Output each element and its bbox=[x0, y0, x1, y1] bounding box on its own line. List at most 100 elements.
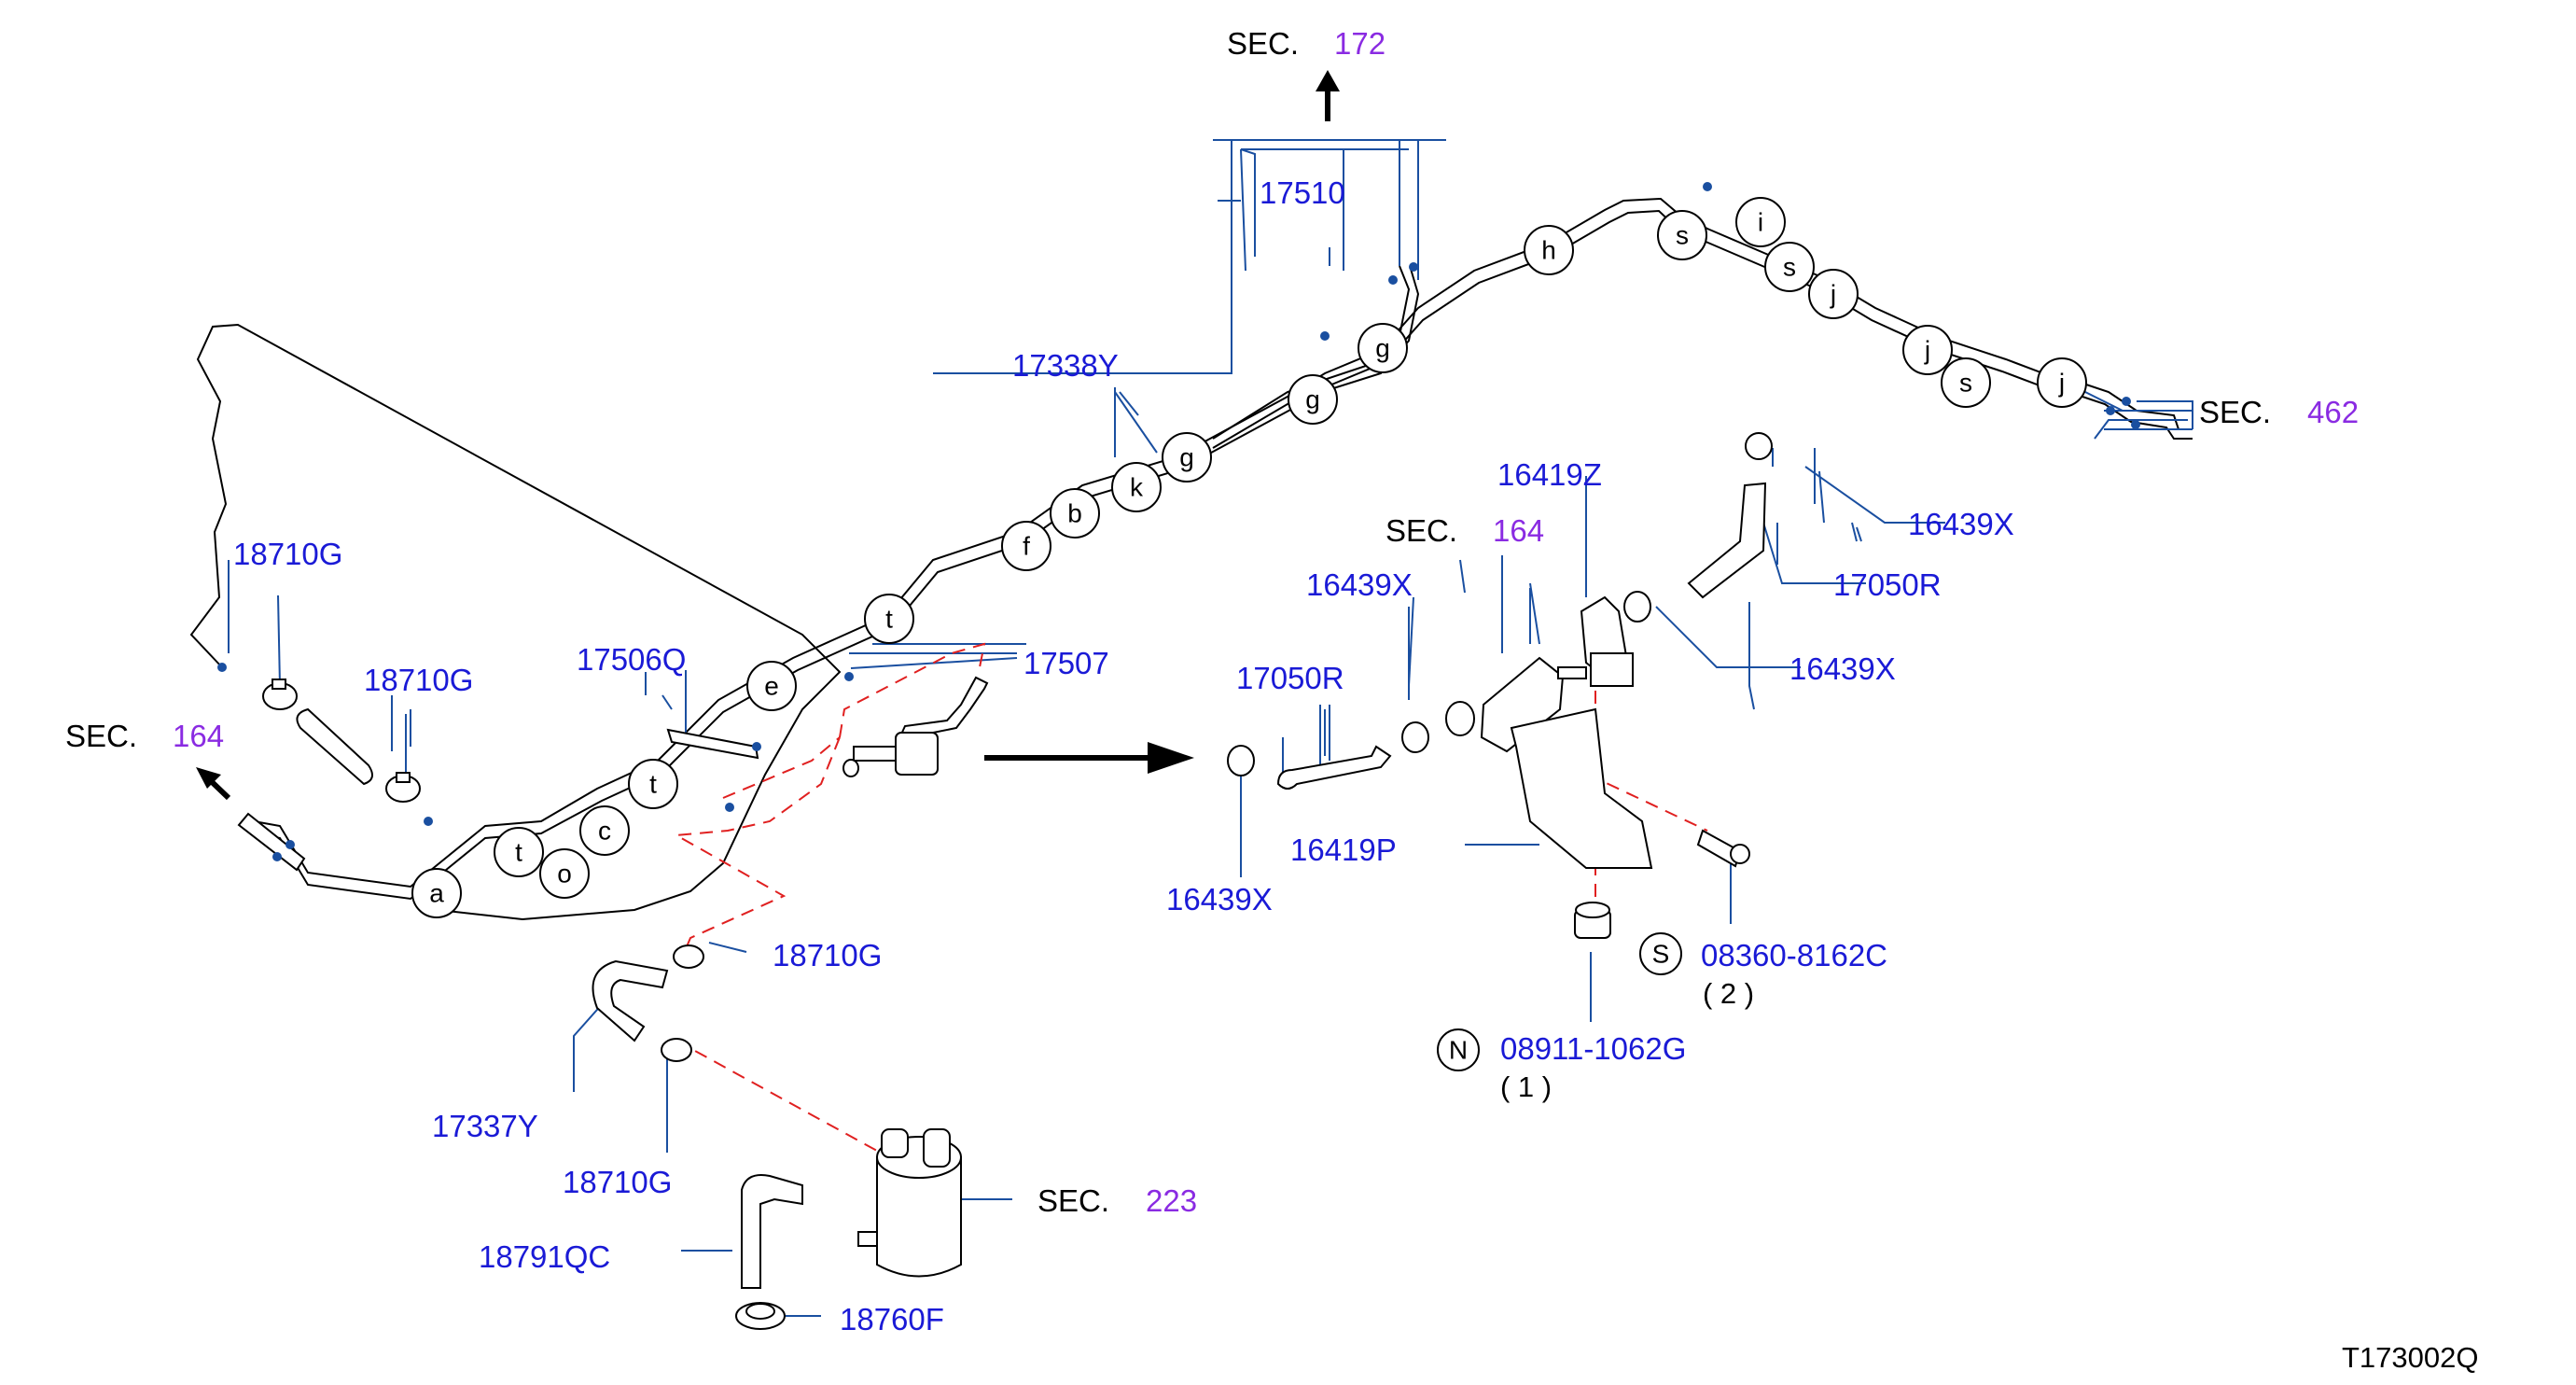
svg-text:k: k bbox=[1130, 473, 1144, 502]
canister-valve-17507 bbox=[842, 676, 989, 777]
svg-text:SEC.: SEC. bbox=[65, 719, 137, 753]
svg-text:s: s bbox=[1676, 221, 1689, 250]
pipe-label-g1: g bbox=[1162, 432, 1212, 483]
svg-text:h: h bbox=[1541, 236, 1556, 265]
diagram-id: T173002Q bbox=[2342, 1341, 2479, 1374]
svg-text:S: S bbox=[1652, 940, 1670, 969]
hose-18791QC bbox=[741, 1174, 803, 1289]
callout-16439X-mid: 16439X bbox=[1789, 651, 1896, 686]
svg-text:t: t bbox=[649, 770, 657, 799]
callout-17050R-left: 17050R bbox=[1236, 661, 1344, 695]
hose-18710G-clip-b bbox=[385, 772, 421, 803]
pipe-label-j2: j bbox=[1902, 325, 1953, 375]
pipe-label-j3: j bbox=[2037, 357, 2087, 408]
callout-18710G-a: 18710G bbox=[233, 537, 342, 571]
hose-17050R-top bbox=[1687, 482, 1767, 599]
sec-ref-164-right: SEC. 164 bbox=[1385, 513, 1544, 548]
svg-text:a: a bbox=[429, 879, 444, 908]
callout-17338Y: 17338Y bbox=[1012, 348, 1119, 383]
pipe-label-o: o bbox=[539, 848, 590, 899]
fastener-symbol-n: N bbox=[1437, 1028, 1480, 1071]
svg-text:SEC.: SEC. bbox=[1037, 1183, 1109, 1218]
svg-text:j: j bbox=[2058, 369, 2065, 398]
svg-text:SEC.: SEC. bbox=[1227, 26, 1299, 61]
svg-text:c: c bbox=[598, 817, 611, 846]
grommet-18760F bbox=[735, 1302, 786, 1330]
callout-16439X-left: 16439X bbox=[1306, 567, 1413, 602]
sec-ref-172: SEC. 172 bbox=[1227, 26, 1385, 61]
svg-text:o: o bbox=[557, 860, 572, 888]
pipe-label-h: h bbox=[1524, 225, 1574, 275]
callout-17510: 17510 bbox=[1260, 175, 1345, 210]
filter-bracket-16419Z bbox=[1580, 595, 1634, 687]
callout-17507: 17507 bbox=[1023, 646, 1109, 680]
svg-text:SEC.: SEC. bbox=[1385, 513, 1457, 548]
pipe-label-j1: j bbox=[1808, 269, 1859, 319]
callout-18791QC: 18791QC bbox=[479, 1239, 610, 1274]
leader-17338Y bbox=[1114, 391, 1158, 454]
svg-text:N: N bbox=[1449, 1036, 1468, 1065]
svg-text:i: i bbox=[1758, 208, 1763, 237]
callout-16419P: 16419P bbox=[1290, 832, 1397, 867]
svg-text:223: 223 bbox=[1146, 1183, 1197, 1218]
svg-text:e: e bbox=[764, 672, 779, 701]
pipe-label-b: b bbox=[1050, 488, 1100, 539]
hose-18710G-clip-a bbox=[262, 679, 298, 710]
leader-18710G-c bbox=[708, 942, 747, 953]
quantity-08911: ( 1 ) bbox=[1500, 1070, 1552, 1103]
svg-text:f: f bbox=[1023, 532, 1030, 561]
svg-text:g: g bbox=[1179, 443, 1194, 472]
leader-17050R-top bbox=[1762, 522, 1866, 584]
fuel-filter bbox=[1445, 656, 1587, 753]
svg-text:j: j bbox=[1924, 336, 1930, 365]
main-pipe-bundle bbox=[253, 197, 2193, 901]
callout-17506Q: 17506Q bbox=[577, 642, 686, 677]
sec-ref-462: SEC. 462 bbox=[2199, 395, 2359, 429]
clip-16439X-left bbox=[1227, 745, 1255, 776]
pipe-label-g3: g bbox=[1358, 323, 1408, 373]
nut-08911-1062G bbox=[1574, 902, 1611, 939]
callout-17337Y: 17337Y bbox=[432, 1109, 538, 1143]
hose-17050R-left bbox=[1276, 745, 1392, 790]
svg-text:j: j bbox=[1830, 280, 1836, 309]
svg-text:SEC.: SEC. bbox=[2199, 395, 2271, 429]
sec-ref-223: SEC. 223 bbox=[1037, 1183, 1197, 1218]
callout-18710G-d: 18710G bbox=[563, 1165, 672, 1199]
sec-172-arrow bbox=[1316, 70, 1340, 121]
bolt-08360-8162C bbox=[1696, 829, 1750, 868]
pipe-label-e: e bbox=[746, 661, 797, 711]
pipe-label-i: i bbox=[1735, 197, 1786, 247]
svg-text:164: 164 bbox=[173, 719, 224, 753]
sec-ref-164-left: SEC. 164 bbox=[65, 719, 224, 753]
clip-16439X-top bbox=[1745, 432, 1773, 460]
sec-164-left-arrow bbox=[196, 767, 231, 801]
hose-short-left bbox=[296, 707, 373, 786]
bracket-16419P bbox=[1510, 707, 1653, 869]
callout-17050R-top: 17050R bbox=[1833, 567, 1942, 602]
pipe-label-s1: s bbox=[1657, 210, 1707, 260]
callout-16419Z: 16419Z bbox=[1497, 457, 1602, 492]
svg-text:t: t bbox=[515, 838, 522, 867]
pipe-label-s3: s bbox=[1941, 357, 1991, 408]
pipe-label-t3: t bbox=[864, 594, 914, 644]
svg-text:t: t bbox=[885, 605, 893, 634]
canister bbox=[857, 1128, 962, 1278]
pipe-label-c: c bbox=[579, 805, 630, 856]
quantity-08360: ( 2 ) bbox=[1703, 977, 1754, 1010]
fuel-hose-17506Q bbox=[666, 728, 759, 760]
pipe-label-t1: t bbox=[494, 827, 544, 877]
pipe-label-s2: s bbox=[1764, 242, 1815, 292]
svg-text:g: g bbox=[1305, 385, 1320, 414]
clip-18710G-d bbox=[661, 1038, 692, 1062]
pipe-label-f: f bbox=[1001, 521, 1051, 571]
pipe-label-a: a bbox=[411, 868, 462, 918]
assembly-arrow bbox=[984, 742, 1194, 774]
clip-18710G-c bbox=[673, 944, 704, 969]
fuel-tank-outline bbox=[189, 323, 842, 921]
svg-text:164: 164 bbox=[1493, 513, 1544, 548]
callout-08911-1062G: 08911-1062G bbox=[1500, 1031, 1686, 1066]
hose-17337Y bbox=[592, 959, 669, 1042]
pipe-letter-labels: a t o c t e t f b k g g g h s i s j j s … bbox=[411, 197, 2087, 918]
clip-16439X-right bbox=[1623, 591, 1651, 623]
